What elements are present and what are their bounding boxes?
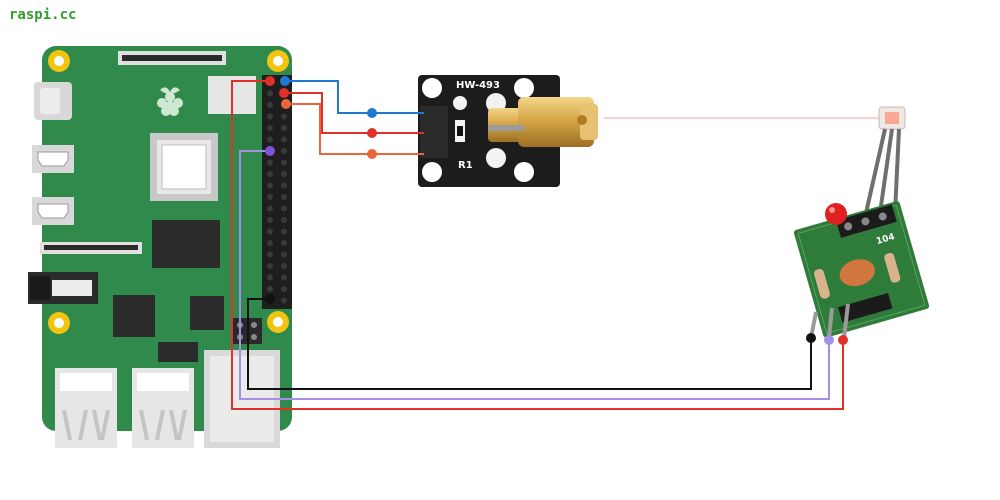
ram-chip	[152, 220, 220, 268]
gpio-pin	[281, 228, 287, 235]
usb-port-1	[55, 368, 117, 448]
gpio-pin	[281, 148, 287, 154]
gpio-pin	[267, 171, 273, 177]
gpio-pin	[281, 113, 287, 120]
gpio-pin	[281, 263, 287, 269]
gpio-pin	[281, 297, 287, 304]
wire-laser-vcc	[284, 92, 424, 134]
gpio-pin	[267, 194, 273, 200]
gpio-pin	[267, 263, 273, 269]
gpio-pin	[281, 217, 287, 223]
gpio-pin	[281, 194, 287, 200]
gpio-pin	[281, 240, 287, 246]
indicator-led	[825, 203, 847, 225]
gpio-pin	[267, 125, 273, 131]
laser-receiver-module: 104	[793, 106, 930, 339]
gpio-pin	[281, 205, 287, 212]
gpio-connection	[281, 99, 291, 109]
gpio-pin	[267, 228, 273, 235]
wire-end	[838, 335, 848, 345]
signal-pin-label: S	[424, 88, 439, 97]
gpio-pin	[267, 182, 273, 189]
brand-logo: raspi.cc	[9, 7, 76, 23]
usb-port-2	[132, 368, 194, 448]
capacitor-label: 104	[875, 232, 896, 247]
gpio-pin	[267, 102, 273, 108]
gpio-connection	[265, 146, 275, 156]
laser-model-label: HW-493	[456, 80, 500, 91]
ethernet-controller-chip	[190, 296, 224, 330]
gpio-pin	[281, 182, 287, 189]
gpio-pin	[267, 274, 273, 281]
gpio-pin	[267, 113, 273, 120]
gpio-pin	[281, 286, 287, 292]
gpio-connection	[280, 76, 290, 86]
gpio-pin	[281, 171, 287, 177]
wire-end	[367, 149, 377, 159]
gpio-pin	[281, 251, 287, 258]
gpio-pin	[281, 125, 287, 131]
gpio-pin	[281, 159, 287, 166]
gpio-pin	[267, 286, 273, 292]
wire-end	[824, 335, 834, 345]
laser-pin-header	[420, 106, 448, 158]
usb-controller-chip	[113, 295, 155, 337]
gpio-pin	[267, 205, 273, 212]
capacitor	[839, 259, 875, 287]
gpio-connection	[265, 76, 275, 86]
gpio-pin	[267, 136, 273, 143]
gpio-pin	[281, 136, 287, 143]
wire-laser-gnd	[286, 103, 424, 155]
wire-receiver-vcc	[231, 80, 844, 410]
raspberry-pi-icon	[157, 87, 183, 116]
wire-end	[367, 108, 377, 118]
laser-transmitter-module: HW-493 S R1	[418, 75, 598, 187]
gpio-header	[262, 75, 292, 309]
wire-receiver-gnd	[247, 298, 812, 390]
gpio-connection	[265, 294, 275, 304]
small-chip	[158, 342, 198, 362]
gpio-pin	[267, 251, 273, 258]
gpio-pin	[267, 159, 273, 166]
wire-endpoints	[265, 76, 848, 345]
wire-end	[806, 333, 816, 343]
laser-diode-icon	[488, 97, 598, 147]
wire-laser-signal	[285, 80, 424, 114]
wire-end	[367, 128, 377, 138]
gpio-pin	[267, 240, 273, 246]
raspberry-pi-board	[28, 46, 292, 448]
wires	[231, 80, 844, 410]
gpio-pin	[281, 274, 287, 281]
gpio-connection	[279, 88, 289, 98]
gpio-pin	[267, 217, 273, 223]
resistor-label: R1	[458, 160, 473, 171]
gpio-pin	[267, 90, 273, 97]
wire-receiver-signal	[239, 150, 830, 400]
